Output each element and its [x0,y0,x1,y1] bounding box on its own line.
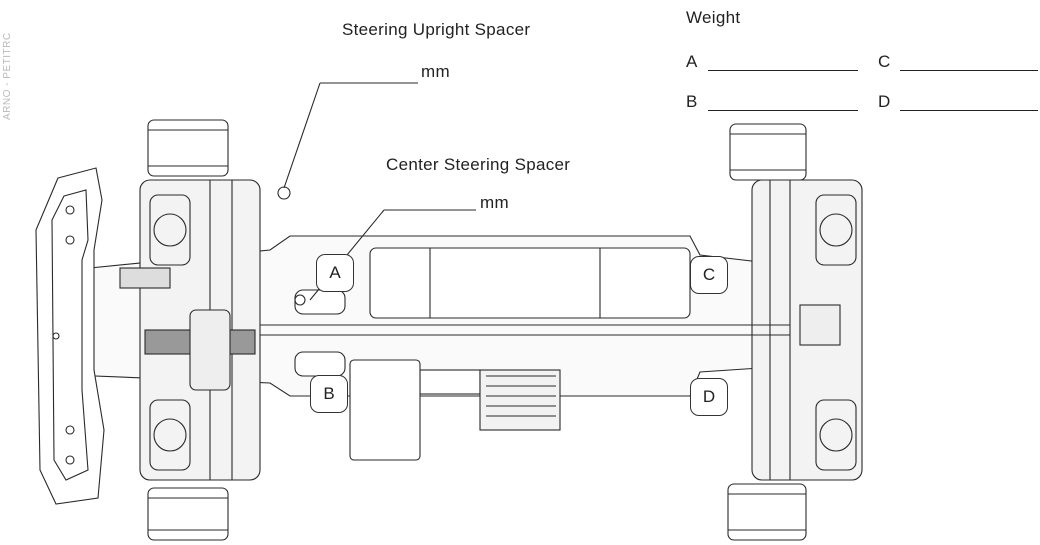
weight-label-d: D [878,92,891,111]
corner-marker-a: A [316,254,354,292]
steering-upright-spacer-label: Steering Upright Spacer [342,20,531,39]
weight-field-c[interactable] [900,70,1038,71]
weight-label-b: B [686,92,698,111]
weight-title: Weight [686,8,741,27]
weight-label-c: C [878,52,891,71]
center-steering-spacer-mm: mm [480,193,509,212]
center-steering-spacer-label: Center Steering Spacer [386,155,571,174]
corner-marker-c: C [690,256,728,294]
weight-field-b[interactable] [708,110,858,111]
corner-marker-d: D [690,378,728,416]
steering-upright-spacer-mm: mm [421,62,450,81]
corner-marker-b: B [310,375,348,413]
weight-label-a: A [686,52,698,71]
weight-field-a[interactable] [708,70,858,71]
weight-field-d[interactable] [900,110,1038,111]
